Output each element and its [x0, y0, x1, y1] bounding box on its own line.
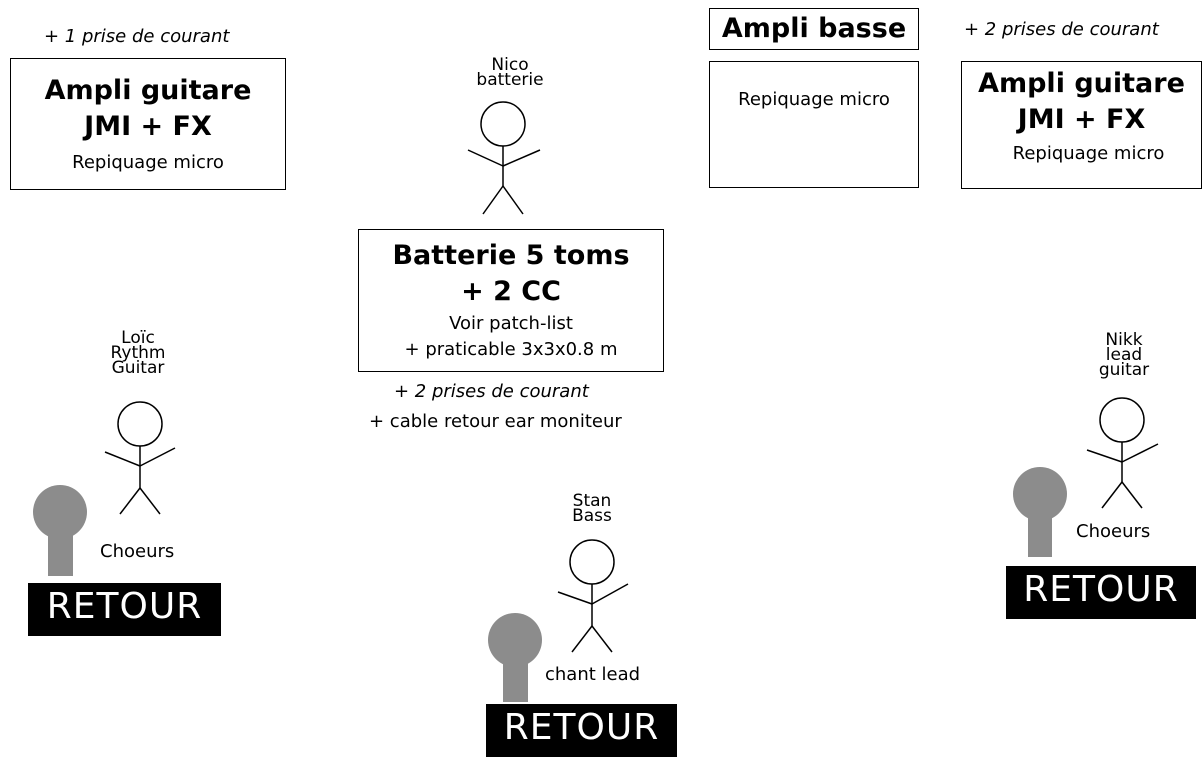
player-center-name: Stan — [572, 491, 612, 511]
player-center-label: Stan Bass — [532, 491, 652, 526]
amp-guitar-left-title: Ampli guitare — [44, 75, 252, 106]
amp-guitar-left-mic: Repiquage micro — [72, 152, 224, 173]
player-right-stick-figure — [1086, 397, 1159, 509]
player-center-mic-icon — [488, 613, 542, 702]
drummer-role: batterie — [476, 70, 544, 90]
amp-guitar-left-model: JMI + FX — [84, 111, 212, 142]
drum-kit-riser-note: + praticable 3x3x0.8 m — [404, 339, 618, 360]
monitor-left: RETOUR — [28, 583, 221, 636]
amp-guitar-right-mic: Repiquage micro — [1012, 143, 1165, 164]
amp-bass-box: Repiquage micro — [709, 61, 919, 188]
drum-kit-cymbals: + 2 CC — [461, 276, 561, 307]
player-center-role: Bass — [572, 506, 612, 526]
amp-bass-title: Ampli basse — [721, 13, 907, 44]
drummer-stick-figure — [467, 101, 541, 215]
monitor-right: RETOUR — [1006, 566, 1196, 619]
player-right-instrument: guitar — [1098, 360, 1150, 380]
drummer-label: Nico batterie — [430, 55, 590, 90]
player-left-instrument: Guitar — [111, 358, 165, 378]
monitor-center: RETOUR — [486, 704, 677, 757]
player-right-role: lead — [1105, 345, 1143, 365]
drum-kit-patch-note: Voir patch-list — [449, 313, 573, 334]
drum-kit-box: Batterie 5 toms + 2 CC Voir patch-list +… — [358, 229, 664, 372]
drum-kit-title: Batterie 5 toms — [392, 240, 630, 271]
player-right-label: Nikk lead guitar — [1064, 330, 1184, 380]
player-center-mic-label: chant lead — [545, 664, 641, 685]
player-left-name: Loïc — [121, 328, 155, 348]
player-right-name: Nikk — [1105, 330, 1143, 350]
drum-ear-monitor-note: + cable retour ear moniteur — [369, 411, 622, 432]
amp-guitar-left-power-note: + 1 prise de courant — [44, 26, 230, 47]
player-center-stick-figure — [557, 539, 629, 653]
player-left-label: Loïc Rythm Guitar — [78, 328, 198, 378]
amp-bass-mic: Repiquage micro — [738, 89, 890, 110]
amp-guitar-left-box: Ampli guitare JMI + FX Repiquage micro — [10, 58, 286, 190]
amp-bass-title-box: Ampli basse — [709, 8, 919, 50]
amp-guitar-right-box: Ampli guitare JMI + FX Repiquage micro — [961, 61, 1202, 189]
player-right-mic-label: Choeurs — [1076, 521, 1151, 542]
amp-guitar-right-title: Ampli guitare — [978, 68, 1185, 99]
drummer-name: Nico — [491, 55, 529, 75]
player-left-mic-icon — [33, 485, 87, 576]
player-left-role: Rythm — [110, 343, 166, 363]
drum-power-note: + 2 prises de courant — [394, 381, 589, 402]
player-left-mic-label: Choeurs — [100, 541, 175, 562]
amp-guitar-right-power-note: + 2 prises de courant — [964, 19, 1159, 40]
player-left-stick-figure — [104, 401, 176, 515]
amp-guitar-right-model: JMI + FX — [1017, 104, 1146, 135]
player-right-mic-icon — [1013, 467, 1067, 557]
